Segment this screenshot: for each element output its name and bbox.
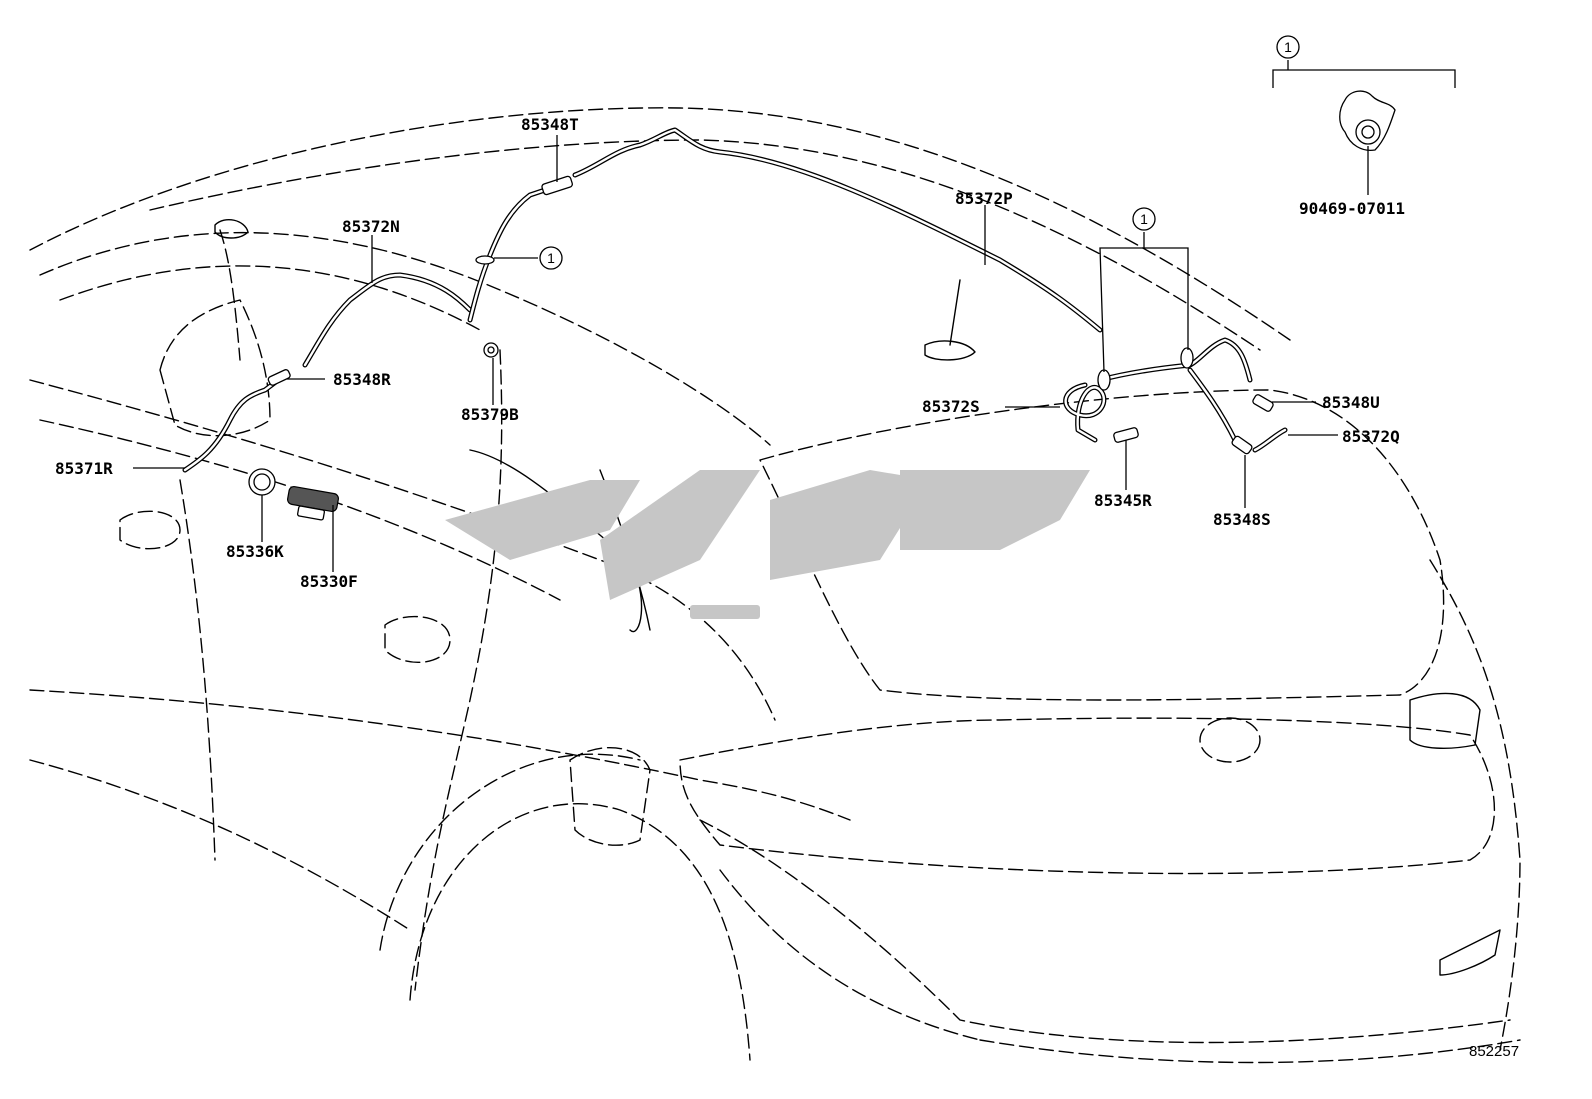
diagram-reference-number: 852257 [1469, 1043, 1519, 1060]
watermark-logo [445, 470, 1090, 619]
part-label-85348T: 85348T [521, 115, 579, 134]
callout-markers: 1 1 1 [539, 35, 1300, 270]
part-label-85372P: 85372P [955, 189, 1013, 208]
part-label-85345R: 85345R [1094, 491, 1152, 510]
small-parts [248, 90, 1396, 521]
car-body-outline [29, 107, 1521, 1064]
part-labels: 85348T 85372N 85372P 85348R 85379B 85371… [55, 115, 1405, 591]
callout-1-rear: 1 [1132, 207, 1156, 231]
callout-1-roof: 1 [539, 246, 563, 270]
svg-text:1: 1 [547, 250, 555, 266]
part-label-85330F: 85330F [300, 572, 358, 591]
svg-text:1: 1 [1284, 39, 1292, 55]
part-label-90469-07011: 90469-07011 [1299, 199, 1405, 218]
part-label-85348U: 85348U [1322, 393, 1380, 412]
svg-text:1: 1 [1140, 211, 1148, 227]
part-label-85336K: 85336K [226, 542, 284, 561]
part-label-85372Q: 85372Q [1342, 427, 1400, 446]
part-label-85372S: 85372S [922, 397, 980, 416]
part-label-85348R: 85348R [333, 370, 391, 389]
leader-lines [133, 60, 1456, 572]
part-label-85379B: 85379B [461, 405, 519, 424]
callout-1-top-right: 1 [1276, 35, 1300, 59]
part-label-85371R: 85371R [55, 459, 113, 478]
part-label-85372N: 85372N [342, 217, 400, 236]
washer-hose-routing [182, 127, 1288, 473]
part-label-85348S: 85348S [1213, 510, 1271, 529]
